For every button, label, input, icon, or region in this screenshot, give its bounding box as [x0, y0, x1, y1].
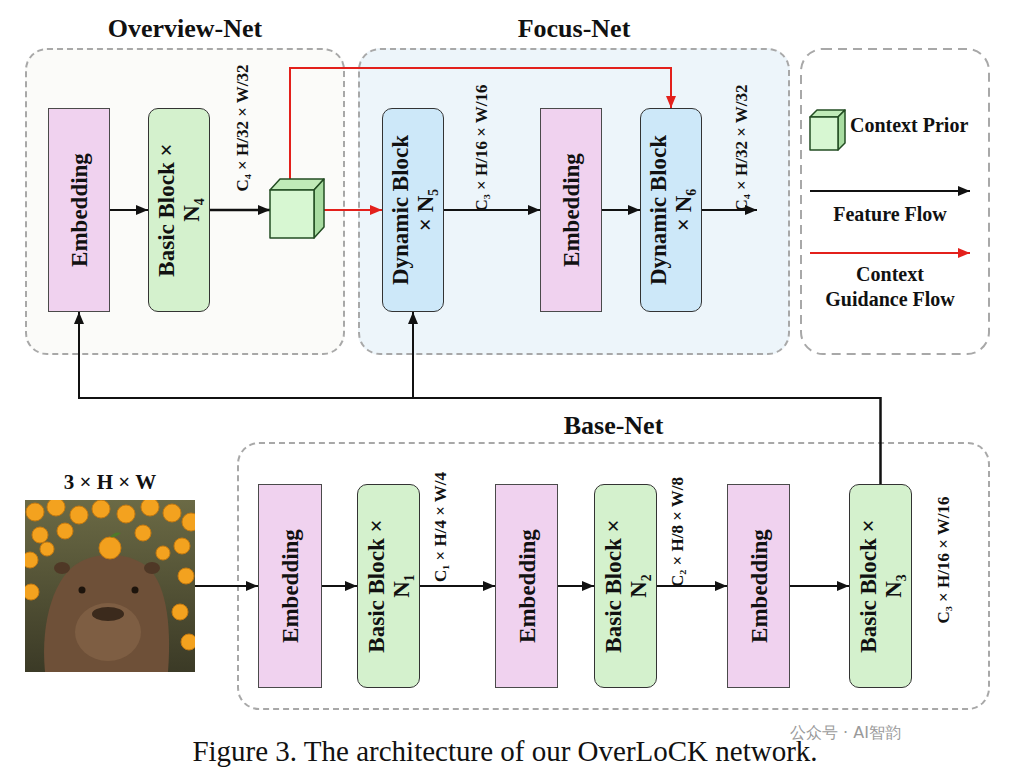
- legend-text: Context Guidance Flow: [820, 262, 960, 312]
- block-label: Embedding: [514, 507, 539, 665]
- block-label: Basic Block × N₁: [364, 507, 414, 665]
- feature-flow-arrow: [657, 585, 727, 587]
- feature-flow-arrow: [558, 585, 594, 587]
- feature-flow-arrow: [420, 585, 495, 587]
- group-title: Base-Net: [179, 411, 1010, 441]
- dimension-label: C₃ × H/16 × W/16: [934, 496, 954, 623]
- photo-water: [25, 500, 195, 672]
- capybara-eye: [79, 587, 86, 594]
- feature-flow-arrow: [110, 209, 148, 211]
- feature-flow-arrow: [322, 585, 357, 587]
- dimension-label: C₄ × H/32 × W/32: [233, 64, 253, 191]
- block-label: Basic Block × N₄: [154, 131, 204, 289]
- network-group: Base-NetEmbeddingBasic Block × N₁Embeddi…: [237, 442, 990, 710]
- capybara-ear: [144, 562, 160, 574]
- legend-frame: [801, 49, 989, 354]
- capybara-snout: [75, 603, 141, 661]
- capybara-photo: [25, 500, 195, 672]
- front-layout: [210, 110, 970, 253]
- capybara-nose: [92, 607, 124, 621]
- feature-flow-arrow: [195, 585, 258, 587]
- embedding-box: Embedding: [727, 484, 790, 688]
- feature-flow-arrow: [444, 209, 540, 211]
- input-size-label: 3 × H × W: [5, 470, 215, 494]
- block-label: Embedding: [559, 131, 584, 289]
- feature-flow-arrow: [413, 312, 881, 484]
- block-label: Basic Block × N₂: [601, 507, 651, 665]
- legend-text: Feature Flow: [805, 202, 975, 227]
- network-group: Overview-NetEmbeddingBasic Block × N₄: [25, 48, 345, 355]
- feature-arrow: [210, 209, 270, 212]
- block-label: Basic Block × N₃: [856, 507, 906, 665]
- basic-block: Basic Block × N₄: [148, 108, 210, 312]
- dynamic-block: Dynamic Block × N₅: [382, 108, 444, 312]
- basic-block: Basic Block × N₃: [849, 484, 912, 688]
- legend-feature-sample: [810, 190, 970, 192]
- capybara-ear: [54, 562, 70, 574]
- embedding-box: Embedding: [540, 108, 602, 312]
- dimension-label: C₂ × H/8 × W/8: [668, 477, 688, 587]
- connectors: [79, 68, 881, 586]
- block-label: Dynamic Block × N₆: [646, 131, 696, 289]
- context-guidance-arrow: [210, 68, 671, 210]
- figure-caption: Figure 3. The architecture of our OverLo…: [0, 734, 1010, 768]
- context-guidance-arrow: [210, 209, 382, 211]
- capybara-head: [44, 555, 169, 672]
- embedding-box: Embedding: [495, 484, 558, 688]
- block-label: Embedding: [746, 507, 771, 665]
- dimension-label: C₄ × H/32 × W/32: [732, 84, 752, 211]
- legend-guidance-sample: [810, 252, 970, 254]
- group-title: Overview-Net: [0, 14, 403, 44]
- basic-block: Basic Block × N₁: [357, 484, 420, 688]
- feature-flow-arrow: [79, 312, 881, 484]
- dimension-label: C₁ × H/4 × W/4: [431, 472, 451, 582]
- output-arrow: [702, 209, 757, 211]
- basic-block: Basic Block × N₂: [594, 484, 657, 688]
- block-label: Embedding: [67, 131, 92, 289]
- legend-cube-sample: [810, 110, 845, 150]
- feature-flow-arrow: [602, 209, 640, 211]
- dynamic-block: Dynamic Block × N₆: [640, 108, 702, 312]
- yuzu-on-head: [99, 537, 121, 559]
- legend-text: Context Prior: [850, 113, 990, 138]
- block-label: Embedding: [278, 507, 303, 665]
- embedding-box: Embedding: [258, 484, 322, 688]
- group-title: Focus-Net: [300, 14, 848, 44]
- input-image: 3 × H × W: [25, 500, 195, 672]
- feature-flow-arrow: [790, 585, 849, 587]
- network-group: Focus-NetDynamic Block × N₅EmbeddingDyna…: [358, 48, 790, 355]
- context-prior-cube: [270, 179, 324, 238]
- dimension-label: C₃ × H/16 × W/16: [472, 84, 492, 211]
- embedding-box: Embedding: [48, 108, 110, 312]
- block-label: Dynamic Block × N₅: [388, 131, 438, 289]
- capybara-eye: [132, 587, 139, 594]
- yuzu-leaf: [110, 533, 121, 538]
